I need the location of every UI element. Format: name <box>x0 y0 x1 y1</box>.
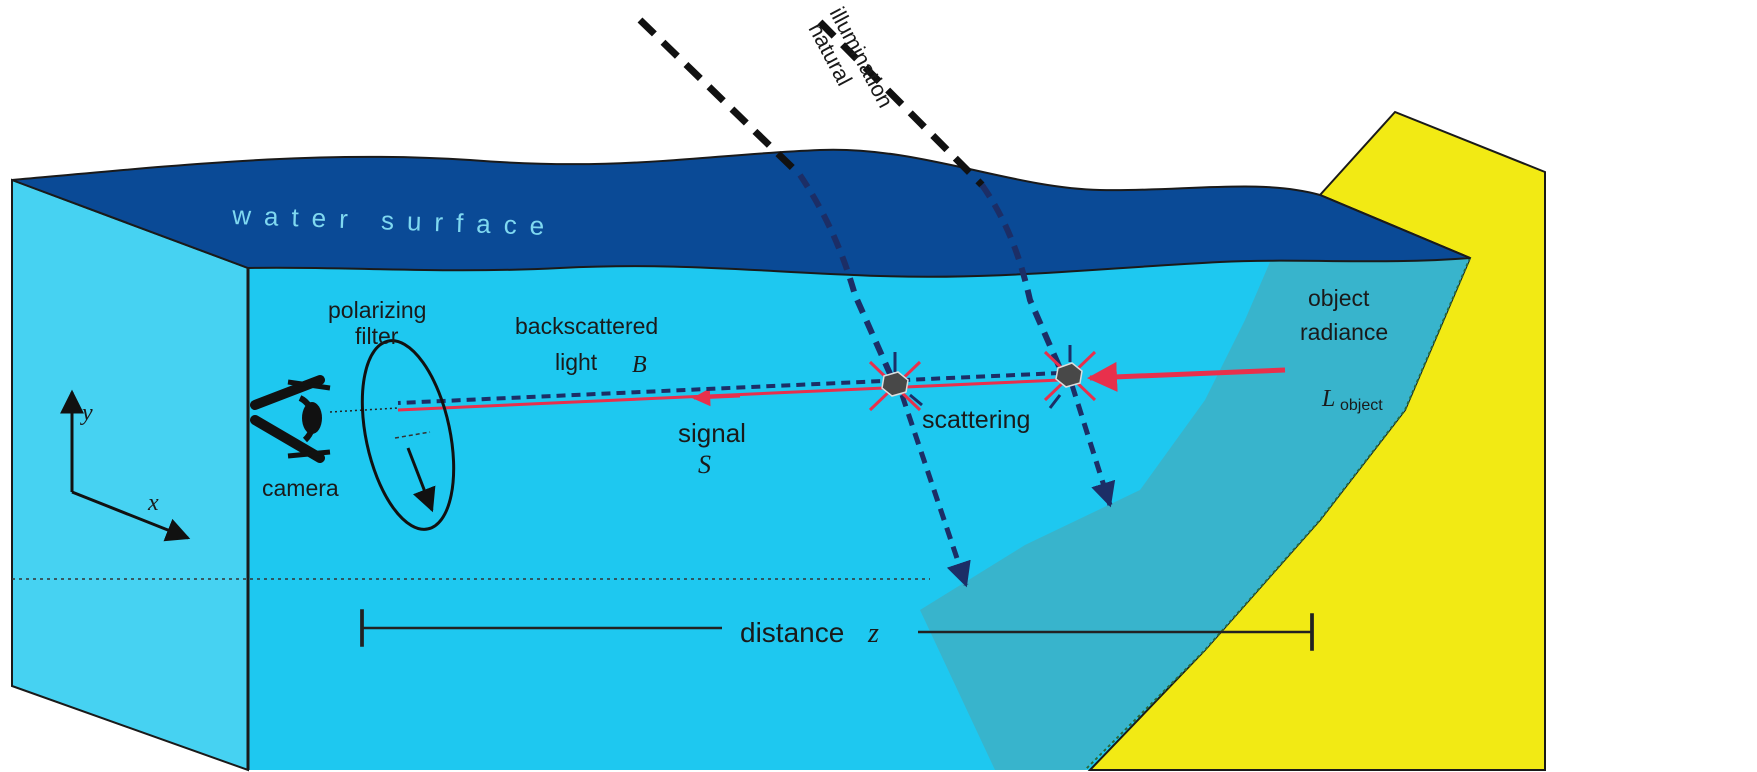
object-radiance-arrow <box>1087 361 1286 392</box>
scattering-particle-1 <box>868 352 923 412</box>
scatter-ray-down-2 <box>1069 384 1116 508</box>
camera-eye-icon <box>250 375 331 463</box>
signal-label: signal <box>678 418 746 448</box>
polarizing-filter-label-line1: polarizing <box>328 297 426 323</box>
illumination-ray-right-above <box>817 19 985 188</box>
scattering-label: scattering <box>922 406 1030 434</box>
water-surface <box>11 148 1471 278</box>
distance-indicator <box>360 609 1314 651</box>
object-symbol-subscript: object <box>1340 397 1383 414</box>
backscatter-symbol: B <box>632 352 647 378</box>
axis-y-label: y <box>80 400 93 426</box>
illumination-ray-right-below <box>979 183 1065 375</box>
illumination-ray-left-below <box>797 173 898 387</box>
backscattered-light-label-line1: backscattered <box>515 313 658 339</box>
object-zone-edge <box>1084 257 1471 771</box>
polarizing-filter <box>360 339 456 531</box>
distance-symbol: z <box>867 618 879 649</box>
object-zone <box>920 258 1470 770</box>
natural-illumination-label: natural illumination <box>804 3 899 112</box>
backscatter-line <box>397 371 1061 405</box>
signal-symbol: S <box>698 450 711 479</box>
object-radiance-label-line2: radiance <box>1300 319 1388 345</box>
axis-x-label: x <box>147 490 159 516</box>
object-radiance-label-line1: object <box>1308 285 1370 311</box>
illumination-ray-left-above <box>637 17 803 178</box>
line-of-sight <box>329 407 399 413</box>
object-symbol: L <box>1321 386 1335 412</box>
polarizing-filter-label-line2: filter <box>355 323 399 349</box>
water-side-face <box>11 178 249 772</box>
signal-arrowhead-line <box>692 388 741 407</box>
backscattered-light-label-line2: light <box>555 349 598 375</box>
coordinate-axes <box>60 389 191 542</box>
camera-label: camera <box>262 475 339 501</box>
distance-label: distance <box>740 617 844 648</box>
scattering-particle-2 <box>1043 345 1097 409</box>
scatter-ray-down-1 <box>899 394 971 588</box>
